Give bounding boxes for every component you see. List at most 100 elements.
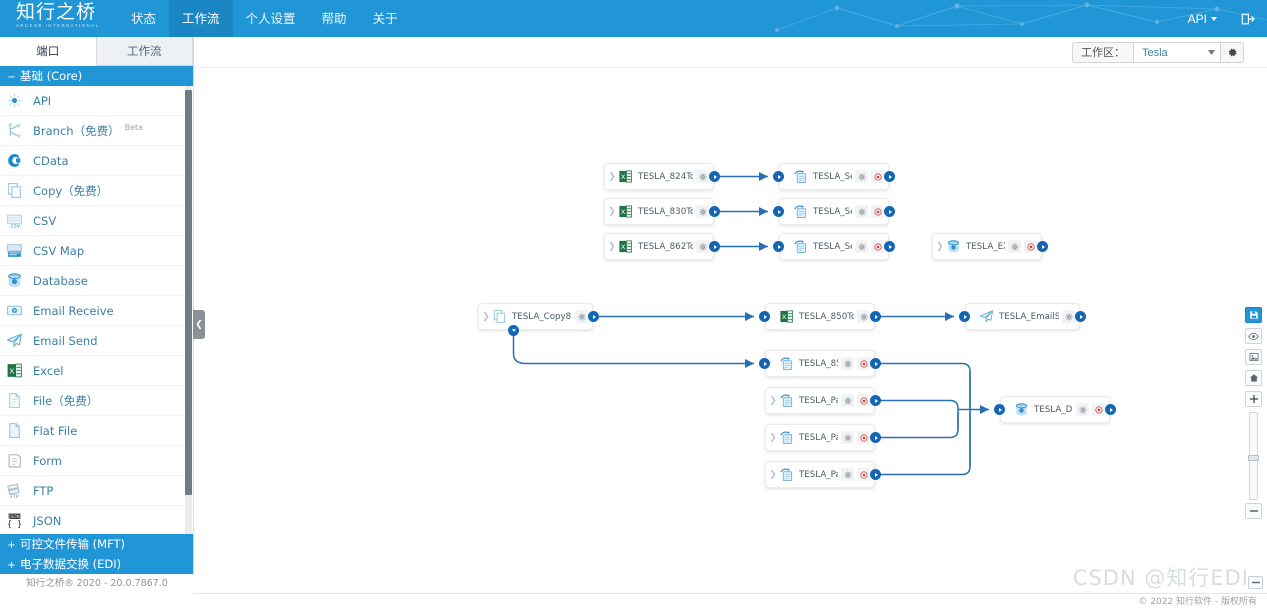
node-output-port[interactable] — [870, 358, 881, 369]
save-button[interactable] — [1245, 307, 1262, 323]
node-output-port[interactable] — [884, 206, 895, 217]
node-settings-button[interactable] — [841, 431, 854, 444]
node-output-port[interactable] — [870, 311, 881, 322]
flow-node[interactable]: TESLA_850To862 — [765, 350, 875, 377]
sidebar-group-edi[interactable]: +电子数据交换 (EDI) — [0, 554, 193, 574]
sidebar-scrollbar[interactable] — [185, 86, 192, 562]
flow-node[interactable]: TESLA_EmailSend... — [965, 303, 1080, 330]
node-stop-button[interactable] — [871, 205, 884, 218]
node-settings-button[interactable] — [855, 170, 868, 183]
node-input-port[interactable] — [994, 404, 1005, 415]
sidebar-group-mft[interactable]: +可控文件传输 (MFT) — [0, 534, 193, 554]
node-settings-button[interactable] — [696, 205, 709, 218]
node-settings-button[interactable] — [841, 394, 854, 407]
export-image-button[interactable] — [1245, 349, 1262, 365]
node-settings-button[interactable] — [1062, 310, 1075, 323]
flow-node[interactable]: ❯TESLA_EXCEL... — [932, 233, 1042, 260]
fit-to-screen-button[interactable] — [1245, 370, 1262, 386]
nav-item-help[interactable]: 帮助 — [321, 11, 347, 26]
node-input-port[interactable] — [773, 241, 784, 252]
node-stop-button[interactable] — [871, 170, 884, 183]
node-output-port[interactable] — [709, 171, 720, 182]
node-settings-button[interactable] — [696, 240, 709, 253]
node-output-port[interactable] — [709, 241, 720, 252]
node-stop-button[interactable] — [1024, 240, 1037, 253]
flow-node[interactable]: ❯TESLA_Copy850_T... — [478, 303, 593, 330]
node-stop-button[interactable] — [857, 468, 870, 481]
nav-item-settings[interactable]: 个人设置 — [245, 11, 296, 26]
sidebar-item-database[interactable]: Database — [0, 266, 193, 296]
flow-node[interactable]: TESLA_SendE... — [779, 163, 889, 190]
node-settings-button[interactable] — [855, 240, 868, 253]
node-output-port[interactable] — [870, 395, 881, 406]
node-bottom-port[interactable] — [508, 325, 519, 336]
nav-item-about[interactable]: 关于 — [372, 11, 398, 26]
sidebar-item-csvmap[interactable]: CSV Map — [0, 236, 193, 266]
workflow-canvas[interactable]: ❯XTESLA_824ToExcel❯XTESLA_830ToExcel❯XTE… — [194, 68, 1267, 593]
flow-node[interactable]: TESLA_SendE... — [779, 233, 889, 260]
sidebar-item-emailsend[interactable]: Email Send — [0, 326, 193, 356]
sidebar-item-flatfile[interactable]: Flat File — [0, 416, 193, 446]
minimize-button[interactable] — [1248, 576, 1263, 589]
flow-node[interactable]: TESLA_SendE... — [779, 198, 889, 225]
node-output-port[interactable] — [1037, 241, 1048, 252]
node-settings-button[interactable] — [1076, 403, 1089, 416]
node-settings-button[interactable] — [696, 170, 709, 183]
node-settings-button[interactable] — [1008, 240, 1021, 253]
node-stop-button[interactable] — [857, 357, 870, 370]
sidebar-item-emailreceive[interactable]: Email Receive — [0, 296, 193, 326]
sidebar-item-form[interactable]: Form — [0, 446, 193, 476]
sidebar-scrollbar-thumb[interactable] — [185, 90, 192, 495]
nav-item-status[interactable]: 状态 — [131, 11, 157, 26]
sidebar-collapse-handle[interactable]: ❮ — [193, 310, 205, 339]
sidebar-item-file[interactable]: File（免费） — [0, 386, 193, 416]
nav-item-workflow[interactable]: 工作流 — [169, 0, 233, 37]
zoom-in-button[interactable] — [1245, 391, 1262, 407]
zoom-slider-handle[interactable] — [1248, 455, 1259, 461]
node-stop-button[interactable] — [857, 394, 870, 407]
node-stop-button[interactable] — [857, 431, 870, 444]
flow-node[interactable]: TESLA_DataB... — [1000, 396, 1110, 423]
sidebar-item-api[interactable]: API — [0, 86, 193, 116]
node-stop-button[interactable] — [1092, 403, 1105, 416]
flow-node[interactable]: ❯TESLA_Parse850 — [765, 387, 875, 414]
sidebar-item-cdata[interactable]: CData — [0, 146, 193, 176]
api-dropdown[interactable]: API — [1188, 12, 1217, 26]
node-input-port[interactable] — [773, 171, 784, 182]
node-output-port[interactable] — [884, 241, 895, 252]
app-logo[interactable]: 知行之桥 ARCESB INTERNATIONAL — [16, 2, 126, 36]
node-output-port[interactable] — [588, 311, 599, 322]
sidebar-item-json[interactable]: JSON{ }JSON — [0, 506, 193, 536]
node-output-port[interactable] — [709, 206, 720, 217]
sidebar-item-copy[interactable]: Copy（免费） — [0, 176, 193, 206]
workspace-dropdown[interactable]: Tesla — [1133, 43, 1221, 62]
sidebar-group-core[interactable]: −基础 (Core) — [0, 66, 193, 86]
node-settings-button[interactable] — [855, 205, 868, 218]
logout-icon[interactable] — [1241, 12, 1255, 26]
node-settings-button[interactable] — [841, 468, 854, 481]
zoom-out-button[interactable] — [1245, 503, 1262, 519]
sidebar-item-branch[interactable]: Branch（免费）Beta — [0, 116, 193, 146]
node-output-port[interactable] — [870, 432, 881, 443]
node-settings-button[interactable] — [575, 310, 588, 323]
tab-ports[interactable]: 端口 — [0, 37, 97, 66]
node-input-port[interactable] — [773, 206, 784, 217]
workspace-settings-button[interactable] — [1221, 43, 1243, 62]
node-input-port[interactable] — [759, 358, 770, 369]
flow-node[interactable]: ❯TESLA_Parse830 — [765, 424, 875, 451]
node-settings-button[interactable] — [841, 357, 854, 370]
node-output-port[interactable] — [1105, 404, 1116, 415]
node-output-port[interactable] — [884, 171, 895, 182]
node-input-port[interactable] — [959, 311, 970, 322]
flow-node[interactable]: ❯TESLA_Parse862 — [765, 461, 875, 488]
preview-button[interactable] — [1245, 328, 1262, 344]
tab-workflows[interactable]: 工作流 — [96, 37, 193, 65]
node-input-port[interactable] — [759, 311, 770, 322]
